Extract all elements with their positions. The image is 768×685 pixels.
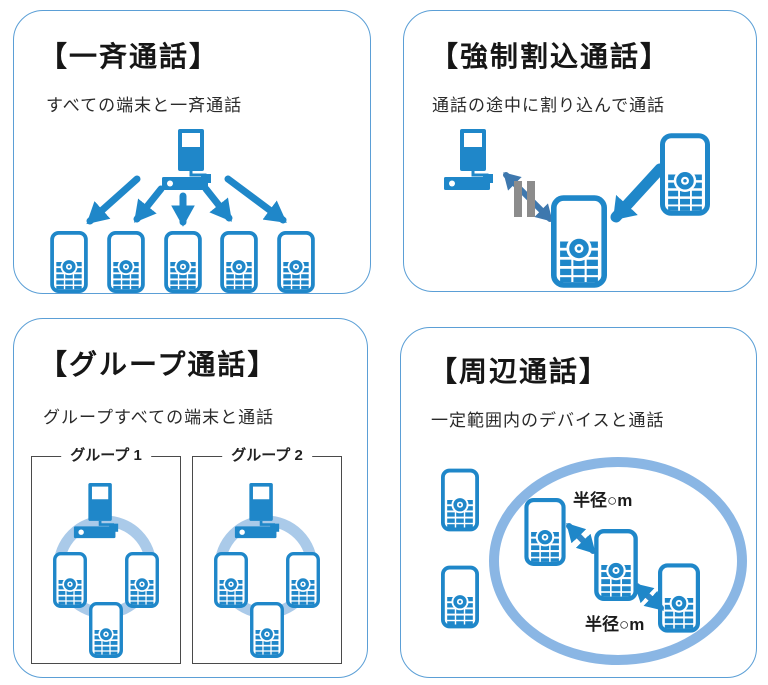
base-station-icon (233, 483, 281, 539)
nearby-diagram: 半径○m 半径○m (413, 438, 753, 673)
mobile-phone-icon (596, 531, 635, 599)
group1-label: グループ 1 (61, 446, 151, 466)
group2-box: グループ 2 (192, 446, 342, 664)
base-station-icon (72, 483, 120, 539)
range-ellipse (489, 457, 747, 665)
broadcast-arrow-icon (86, 175, 141, 225)
mobile-phone-icon (214, 552, 248, 608)
mobile-phone-icon (277, 231, 315, 293)
mobile-phone-icon (125, 552, 159, 608)
mobile-phone-icon (441, 468, 479, 532)
pause-icon (514, 181, 535, 217)
panel-group-call: 【グループ通話】 グループすべての端末と通話 グループ 1 グループ 2 (13, 318, 368, 678)
broadcast-subtitle: すべての端末と一斉通話 (46, 96, 243, 115)
group1-box: グループ 1 (31, 446, 181, 664)
base-station-icon (442, 129, 495, 191)
mobile-phone-icon (286, 552, 320, 608)
mobile-phone-icon (220, 231, 258, 293)
mobile-phone-icon (663, 136, 708, 214)
link-arrow-icon (633, 583, 665, 611)
panel-nearby-call: 【周辺通話】 一定範囲内のデバイスと通話 半径○m 半径○m (400, 327, 757, 678)
interrupt-title: 【強制割込通話】 (430, 42, 671, 73)
broadcast-arrow-icon (224, 175, 287, 224)
mobile-phone-icon (660, 565, 698, 630)
nearby-subtitle: 一定範囲内のデバイスと通話 (431, 411, 665, 430)
mobile-phone-icon (164, 231, 202, 293)
interrupt-diagram (414, 123, 750, 291)
mobile-phone-icon (53, 552, 87, 608)
mobile-phone-icon (50, 231, 88, 293)
interrupt-arrow-icon (610, 163, 666, 223)
broadcast-diagram (22, 123, 362, 293)
mobile-phone-icon (526, 500, 563, 564)
group-title: 【グループ通話】 (39, 350, 278, 381)
interrupt-subtitle: 通話の途中に割り込んで通話 (432, 96, 666, 115)
link-arrow-icon (566, 523, 596, 554)
mobile-phone-icon (554, 198, 604, 285)
mobile-phone-icon (89, 602, 123, 658)
broadcast-title: 【一斉通話】 (39, 42, 220, 73)
broadcast-arrow-icon (202, 185, 233, 222)
broadcast-arrows (86, 175, 287, 227)
group-subtitle: グループすべての端末と通話 (43, 408, 275, 427)
mobile-phone-icon (441, 565, 479, 629)
radius-label-bottom: 半径○m (585, 615, 645, 634)
group2-label: グループ 2 (222, 446, 312, 466)
radius-label-top: 半径○m (573, 491, 633, 510)
panel-interrupt-call: 【強制割込通話】 通話の途中に割り込んで通話 (403, 10, 757, 292)
base-station-icon (160, 129, 213, 191)
mobile-phone-icon (107, 231, 145, 293)
nearby-title: 【周辺通話】 (429, 357, 610, 388)
broadcast-arrow-icon (133, 185, 165, 223)
mobile-phone-icon (250, 602, 284, 658)
panel-broadcast-call: 【一斉通話】 すべての端末と一斉通話 (13, 10, 371, 294)
